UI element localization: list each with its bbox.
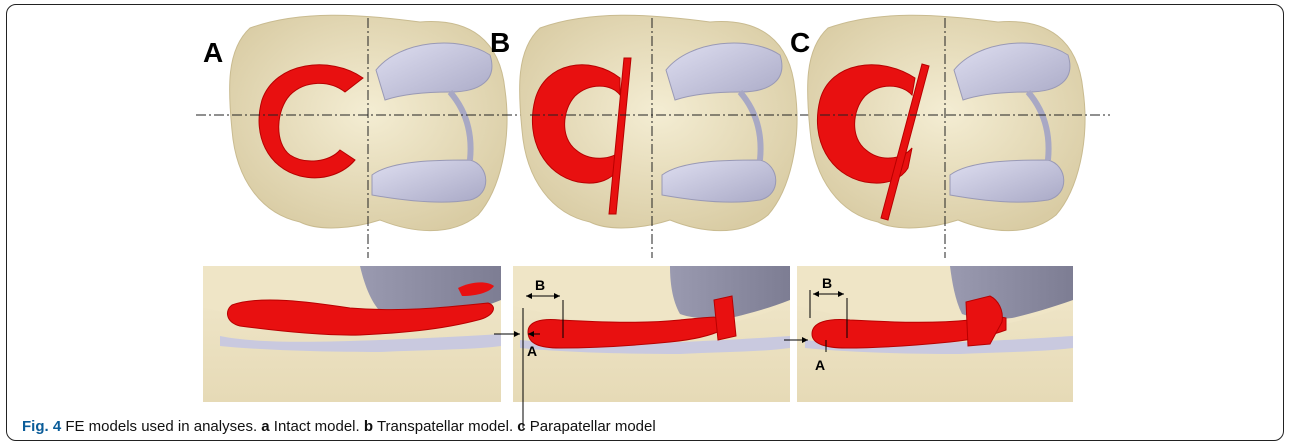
dim-label-b-panel-c: B [822,275,832,291]
panel-a-top-view: A [196,15,530,258]
panel-b-top-view: B [490,15,820,258]
dim-label-b-panel-b: B [535,277,545,293]
panel-b-side-view: B A [494,266,790,428]
caption-letter-c: c [517,418,525,435]
caption-letter-b: b [364,418,373,435]
caption-text-a: Intact model. [274,418,360,435]
panel-a-side-view [203,266,501,402]
panel-label-b: B [490,27,510,58]
panel-c-side-view: B A [784,266,1073,402]
figure-number: Fig. 4 [22,418,61,435]
figure-caption: Fig. 4 FE models used in analyses. a Int… [22,418,656,435]
panel-label-c: C [790,27,810,58]
caption-text-b: Transpatellar model. [377,418,513,435]
panel-c-top-view: C [790,15,1110,258]
dim-label-a-panel-b: A [527,343,537,359]
caption-letter-a: a [261,418,269,435]
caption-text-c: Parapatellar model [530,418,656,435]
dim-label-a-panel-c: A [815,357,825,373]
panel-label-a: A [203,37,223,68]
caption-intro: FE models used in analyses. [65,418,257,435]
